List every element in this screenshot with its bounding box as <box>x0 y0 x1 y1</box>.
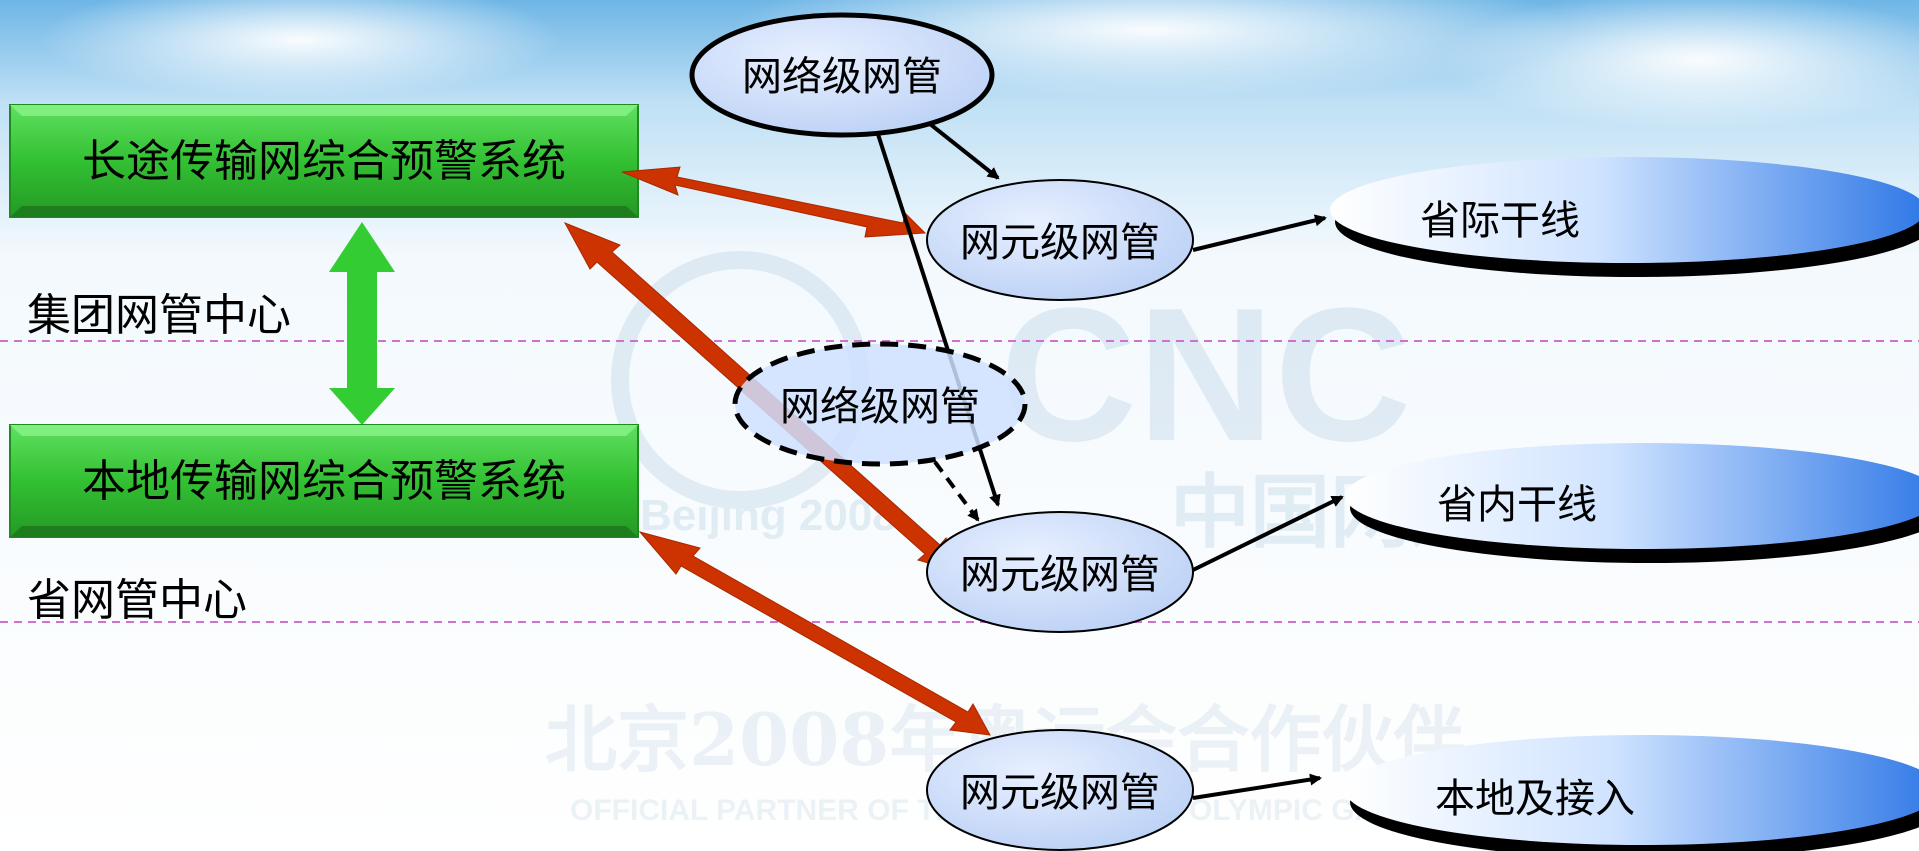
line-local-access-label: 本地及接入 <box>1435 776 1635 822</box>
link-element2-to-intraprovince <box>1192 495 1344 572</box>
management-links <box>873 118 1344 800</box>
link-element1-to-interprovince <box>1192 214 1327 252</box>
line-interprovince-label: 省际干线 <box>1420 198 1580 244</box>
alarm-link-arrow-1 <box>621 166 927 238</box>
province-center-label: 省网管中心 <box>27 575 247 626</box>
link-network-to-element1 <box>923 118 1000 180</box>
system-box-local: 本地传输网综合预警系统 <box>9 424 639 538</box>
system-label-longhaul: 长途传输网综合预警系统 <box>82 136 566 187</box>
network-manager-mid-label: 网络级网管 <box>780 384 980 430</box>
network-manager-top: 网络级网管 <box>689 12 995 138</box>
element-manager-1-label: 网元级网管 <box>960 220 1160 266</box>
cloud-shape <box>40 0 560 100</box>
system-label-local: 本地传输网综合预警系统 <box>82 456 566 507</box>
link-element3-to-local <box>1192 773 1322 800</box>
line-intraprovince-label: 省内干线 <box>1437 482 1597 528</box>
watermark-brand: CNC <box>1000 269 1412 481</box>
center-link-arrow <box>329 222 395 425</box>
system-box-longhaul: 长途传输网综合预警系统 <box>9 104 639 218</box>
element-manager-3: 网元级网管 <box>926 729 1194 851</box>
network-manager-mid: 网络级网管 <box>732 341 1028 467</box>
element-manager-3-label: 网元级网管 <box>960 770 1160 816</box>
element-manager-2: 网元级网管 <box>926 511 1194 633</box>
element-manager-2-label: 网元级网管 <box>960 552 1160 598</box>
line-local-access: 本地及接入 <box>1345 735 1919 851</box>
cloud-shape <box>1440 0 1919 130</box>
line-interprovince: 省际干线 <box>1330 157 1919 277</box>
alarm-link-arrow-3 <box>638 531 991 736</box>
group-center-label: 集团网管中心 <box>27 290 291 341</box>
network-manager-top-label: 网络级网管 <box>742 54 942 100</box>
line-intraprovince: 省内干线 <box>1345 443 1919 563</box>
watermark-games: Beijing 2008 <box>640 491 897 540</box>
element-manager-1: 网元级网管 <box>926 179 1194 301</box>
link-dashed-network-to-element2 <box>933 460 980 522</box>
